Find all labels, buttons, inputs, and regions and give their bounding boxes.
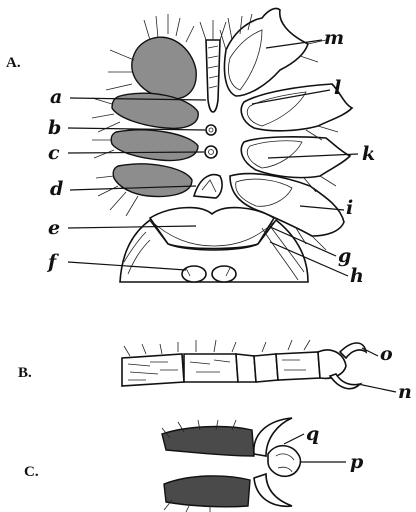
c-upper-segment <box>162 427 254 456</box>
label-i: i <box>346 197 353 219</box>
leg-segment-3 <box>236 354 256 382</box>
label-f: f <box>46 251 59 273</box>
label-k: k <box>362 143 375 165</box>
label-h: h <box>350 265 364 287</box>
c-lower-segment <box>164 476 250 507</box>
label-e: e <box>48 217 60 239</box>
left-coxa-4 <box>113 164 192 197</box>
panel-c-drawing <box>162 418 300 512</box>
organ-f-right <box>212 266 236 282</box>
label-g: g <box>338 245 351 267</box>
organ-d <box>194 175 222 198</box>
organ-c <box>205 146 217 158</box>
label-p: p <box>350 451 364 473</box>
label-l: l <box>334 77 341 99</box>
label-d: d <box>50 178 63 200</box>
left-coxa-3 <box>111 130 198 161</box>
leg-segment-4 <box>254 354 278 382</box>
label-m: m <box>324 27 344 49</box>
claw-o <box>340 343 366 358</box>
claw-lower <box>254 474 292 506</box>
label-n: n <box>398 381 412 403</box>
label-b: b <box>48 117 61 139</box>
label-o: o <box>380 343 393 365</box>
pad-p <box>268 446 300 477</box>
label-a: a <box>50 86 62 108</box>
leg-segment-5 <box>276 352 320 380</box>
sternum-e <box>150 208 274 249</box>
panel-a-drawing <box>92 8 352 282</box>
label-q: q <box>306 423 319 445</box>
right-appendage-m <box>224 8 308 96</box>
panel-label-b: B. <box>18 365 32 381</box>
panel-label-c: C. <box>24 464 39 480</box>
claw-n <box>330 374 360 389</box>
panel-b-drawing <box>122 340 366 389</box>
organ-f-left <box>182 266 206 282</box>
label-c: c <box>48 142 60 164</box>
organ-b <box>206 125 216 135</box>
leg-segment-2 <box>184 354 238 382</box>
left-coxa-1 <box>132 37 196 99</box>
panel-label-a: A. <box>6 55 21 71</box>
